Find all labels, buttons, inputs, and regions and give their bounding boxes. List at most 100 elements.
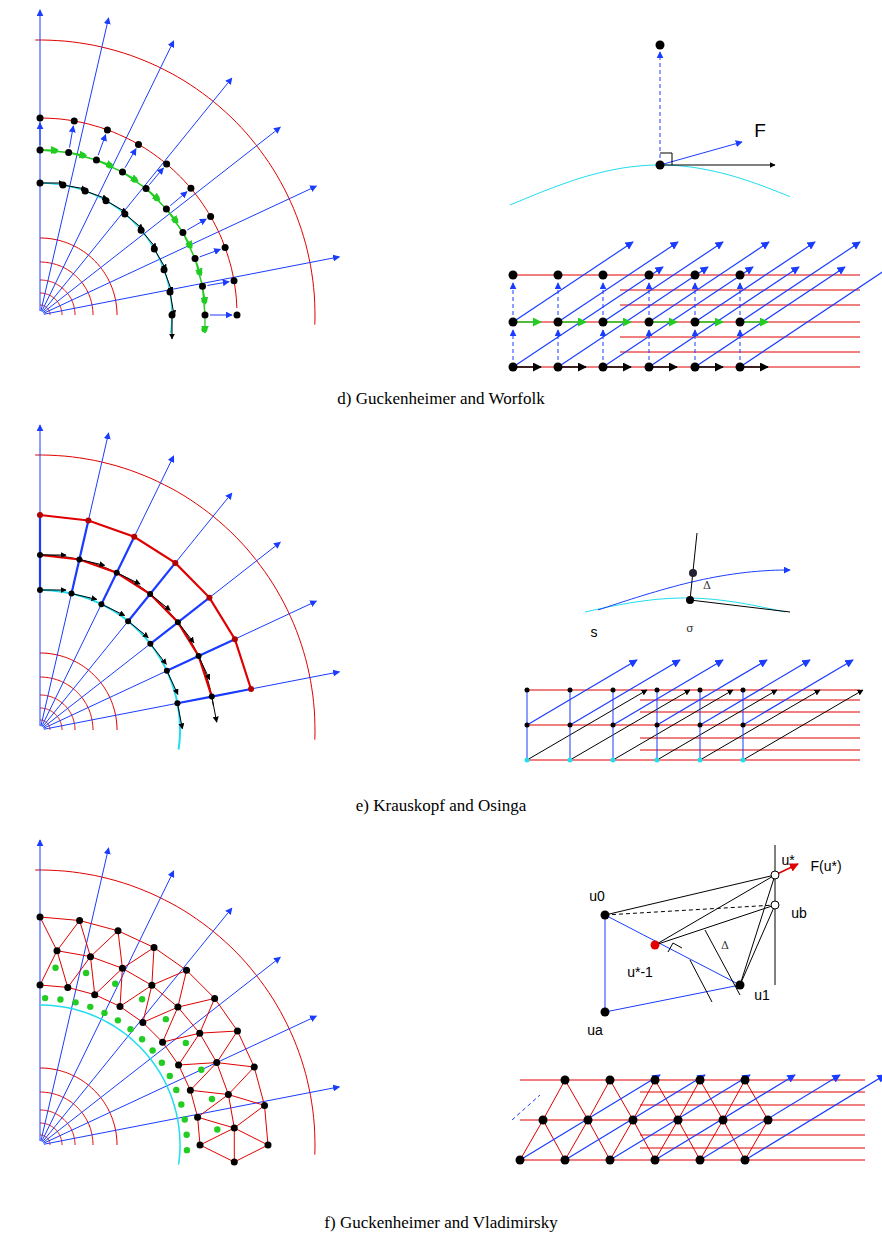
- line: [520, 1120, 865, 1121]
- polyline: [57, 951, 234, 1162]
- line: [700, 1080, 723, 1120]
- point: [202, 312, 209, 319]
- point: [37, 914, 44, 921]
- point: [114, 927, 121, 934]
- point: [53, 947, 60, 954]
- arrow: [649, 283, 650, 315]
- arc: [40, 183, 172, 333]
- point: [231, 1158, 238, 1165]
- arrow: [167, 671, 178, 695]
- point: [163, 161, 170, 168]
- point: [37, 147, 44, 154]
- point: [525, 688, 530, 693]
- line: [520, 1120, 543, 1160]
- point: [629, 1116, 638, 1125]
- point: [651, 1076, 660, 1085]
- point: [674, 1116, 683, 1125]
- line: [40, 917, 57, 951]
- point: [76, 917, 83, 924]
- point: [197, 1142, 204, 1149]
- arrow: [178, 622, 194, 642]
- point: [164, 668, 170, 674]
- arc: [40, 1068, 117, 1145]
- line: [678, 1080, 700, 1120]
- line: [543, 1080, 565, 1120]
- line: [79, 521, 88, 560]
- line: [212, 689, 251, 697]
- arrow: [558, 242, 678, 322]
- point: [601, 911, 610, 920]
- point: [147, 591, 153, 597]
- line: [177, 697, 211, 704]
- arrow: [44, 186, 317, 313]
- line: [199, 639, 235, 656]
- point: [651, 941, 660, 950]
- line: [234, 1128, 268, 1145]
- line: [565, 1080, 588, 1120]
- arrow: [700, 1075, 840, 1160]
- arrow: [610, 1075, 750, 1160]
- line: [588, 1080, 610, 1120]
- point: [179, 229, 186, 236]
- arrow: [657, 660, 767, 725]
- point: [37, 587, 43, 593]
- arrow: [603, 242, 723, 322]
- point: [599, 271, 608, 280]
- point: [719, 1116, 728, 1125]
- point: [192, 255, 199, 262]
- arrow: [740, 242, 860, 322]
- point: [741, 1076, 750, 1085]
- arrow: [558, 267, 708, 367]
- point: [199, 283, 206, 290]
- point: [172, 217, 178, 223]
- point: [187, 185, 194, 192]
- point: [611, 758, 616, 763]
- point: [87, 1004, 93, 1010]
- point-label: u*: [781, 853, 794, 867]
- arrow: [40, 590, 66, 591]
- line: [723, 1080, 745, 1120]
- line: [690, 533, 697, 600]
- line: [740, 905, 775, 985]
- line: [68, 957, 91, 988]
- line: [57, 920, 80, 950]
- arrow: [695, 242, 815, 322]
- arrow: [649, 267, 799, 367]
- point: [225, 1091, 232, 1098]
- point: [131, 534, 137, 540]
- arrow: [44, 257, 339, 314]
- line: [200, 998, 215, 1033]
- arrow: [613, 690, 733, 760]
- point: [736, 271, 745, 280]
- line: [167, 656, 199, 671]
- line: [179, 1063, 217, 1065]
- arrow: [43, 493, 232, 727]
- arrow: [41, 433, 109, 726]
- polyline: [585, 598, 785, 612]
- arrow: [660, 165, 775, 166]
- point: [554, 318, 563, 327]
- arrow: [170, 192, 187, 206]
- line: [690, 600, 790, 612]
- point: [91, 991, 98, 998]
- arrow: [150, 644, 166, 664]
- point: [741, 723, 746, 728]
- point: [98, 601, 104, 607]
- line: [143, 985, 152, 1022]
- arrow: [40, 555, 66, 556]
- arrow: [613, 660, 723, 725]
- point: [696, 1156, 705, 1165]
- line: [640, 712, 860, 713]
- point: [211, 995, 218, 1002]
- point: [251, 1064, 258, 1071]
- point: [691, 363, 700, 372]
- point: [691, 271, 700, 280]
- arrow: [603, 267, 753, 367]
- vector-label: F: [754, 121, 766, 140]
- point: [234, 1028, 241, 1035]
- point: [72, 999, 78, 1005]
- point: [71, 117, 78, 124]
- arc: [40, 653, 117, 730]
- line: [633, 1080, 655, 1120]
- point: [231, 277, 238, 284]
